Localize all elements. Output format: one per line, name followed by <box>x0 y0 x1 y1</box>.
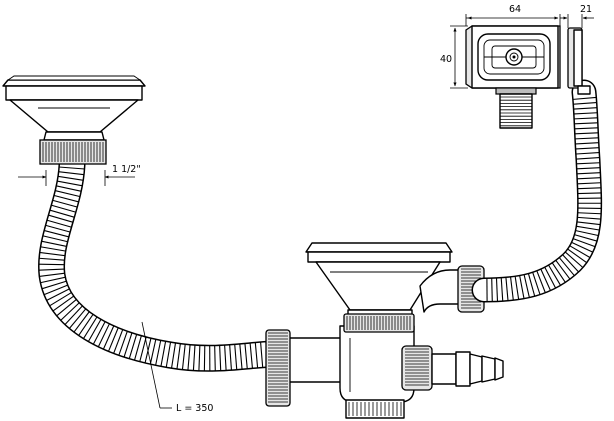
hose-ribs <box>38 166 269 372</box>
overflow-plate <box>465 25 561 129</box>
overflow-side-view <box>567 27 591 95</box>
overflow-height-label: 40 <box>440 54 452 65</box>
overflow-width-label: 64 <box>509 4 521 15</box>
right-sink-strainer <box>305 242 453 333</box>
left-threaded-nut <box>39 139 107 165</box>
thread-size-label: 1 1/2" <box>112 164 141 175</box>
corrugated-hose-overflow <box>471 79 603 303</box>
overflow-depth-label: 21 <box>580 4 592 15</box>
overflow-width-dimension: 64 <box>465 4 561 26</box>
left-sink-strainer <box>2 75 146 141</box>
corrugated-hose-main <box>38 151 286 372</box>
hose-length-dimension: L = 350 <box>141 321 213 414</box>
trap-inlet-nut <box>265 329 291 407</box>
thread-size-dimension: 1 1/2" <box>18 164 141 186</box>
side-outlet-fitting <box>401 345 504 391</box>
overflow-height-dimension: 40 <box>440 25 468 89</box>
trap-body <box>287 325 415 419</box>
hose-length-label: L = 350 <box>176 403 213 414</box>
overflow-depth-dimension: 21 <box>560 4 594 28</box>
